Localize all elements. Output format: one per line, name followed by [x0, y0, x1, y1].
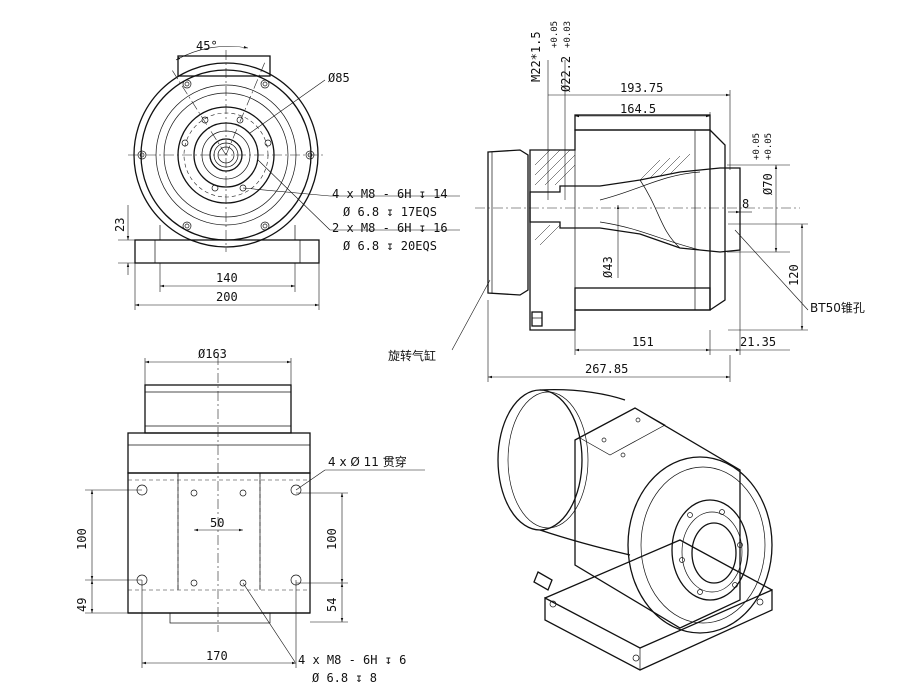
side-dim-193: 193.75 — [620, 81, 663, 95]
top-dim-50: 50 — [210, 516, 224, 530]
side-tol-22-lower: +0.03 — [563, 21, 573, 48]
top-dim-100-right: 100 — [325, 528, 339, 550]
front-dim-23: 23 — [113, 218, 127, 232]
top-body-plate — [127, 472, 311, 614]
top-dim-100-left: 100 — [75, 528, 89, 550]
iso-main-body — [574, 407, 741, 629]
side-tol-22-upper: +0.05 — [550, 21, 560, 48]
side-taper-label: BT50锥孔 — [810, 301, 865, 315]
side-dim-8: 8 — [742, 197, 749, 211]
front-hole-spec-1a: 4 x M8 - 6H ↧ 14 — [332, 187, 448, 201]
side-cylinder-disk — [487, 149, 529, 296]
side-tol-70-lower: +0.05 — [764, 133, 774, 160]
side-dim-151: 151 — [632, 335, 654, 349]
side-main-body — [529, 129, 711, 331]
top-dia-163: Ø163 — [198, 347, 227, 361]
front-top-tab — [177, 55, 271, 77]
front-view: 45° Ø85 4 x M8 - 6H ↧ 14 Ø 6.8 ↧ 17EQS 2… — [113, 39, 460, 310]
side-tol-70-upper: +0.05 — [752, 133, 762, 160]
front-dim-200: 200 — [216, 290, 238, 304]
isometric-view — [497, 389, 773, 671]
side-thread-label: M22*1.5 — [529, 31, 543, 82]
front-hole-spec-2a: 2 x M8 - 6H ↧ 16 — [332, 221, 448, 235]
front-hole-spec-2b: Ø 6.8 ↧ 20EQS — [343, 239, 437, 253]
front-diameter-label: Ø85 — [328, 71, 350, 85]
iso-base-plate — [544, 589, 773, 671]
top-hole-spec-b: Ø 6.8 ↧ 8 — [312, 671, 377, 685]
iso-front-holes — [679, 509, 743, 595]
top-holes — [136, 484, 302, 587]
top-view: Ø163 4 x Ø 11 贯穿 50 100 49 100 54 170 4 … — [75, 347, 425, 685]
side-spindle — [529, 167, 741, 253]
front-base-plate — [134, 239, 320, 264]
top-dim-170: 170 — [206, 649, 228, 663]
side-dim-120: 120 — [787, 264, 801, 286]
side-dim-21: 21.35 — [740, 335, 776, 349]
side-section-hatch — [534, 149, 691, 246]
side-cylinder-label: 旋转气缸 — [388, 348, 436, 363]
front-dim-140: 140 — [216, 271, 238, 285]
top-dim-54: 54 — [325, 598, 339, 612]
side-dia-43: Ø43 — [601, 256, 615, 278]
side-dia-22: Ø22.2 — [559, 56, 573, 92]
side-dim-164: 164.5 — [620, 102, 656, 116]
top-body-upper — [127, 432, 311, 474]
iso-front-face — [627, 456, 773, 634]
top-through-holes: 4 x Ø 11 贯穿 — [328, 454, 407, 469]
front-hole-spec-1b: Ø 6.8 ↧ 17EQS — [343, 205, 437, 219]
side-dim-267: 267.85 — [585, 362, 628, 376]
top-hole-spec-a: 4 x M8 - 6H ↧ 6 — [298, 653, 406, 667]
side-view: M22*1.5 Ø22.2 +0.05 +0.03 193.75 164.5 Ø… — [388, 21, 865, 382]
side-dia-70: Ø70 — [761, 173, 775, 195]
top-dim-49: 49 — [75, 598, 89, 612]
front-angle-label: 45° — [196, 39, 218, 53]
iso-rear-cylinder — [497, 389, 583, 531]
